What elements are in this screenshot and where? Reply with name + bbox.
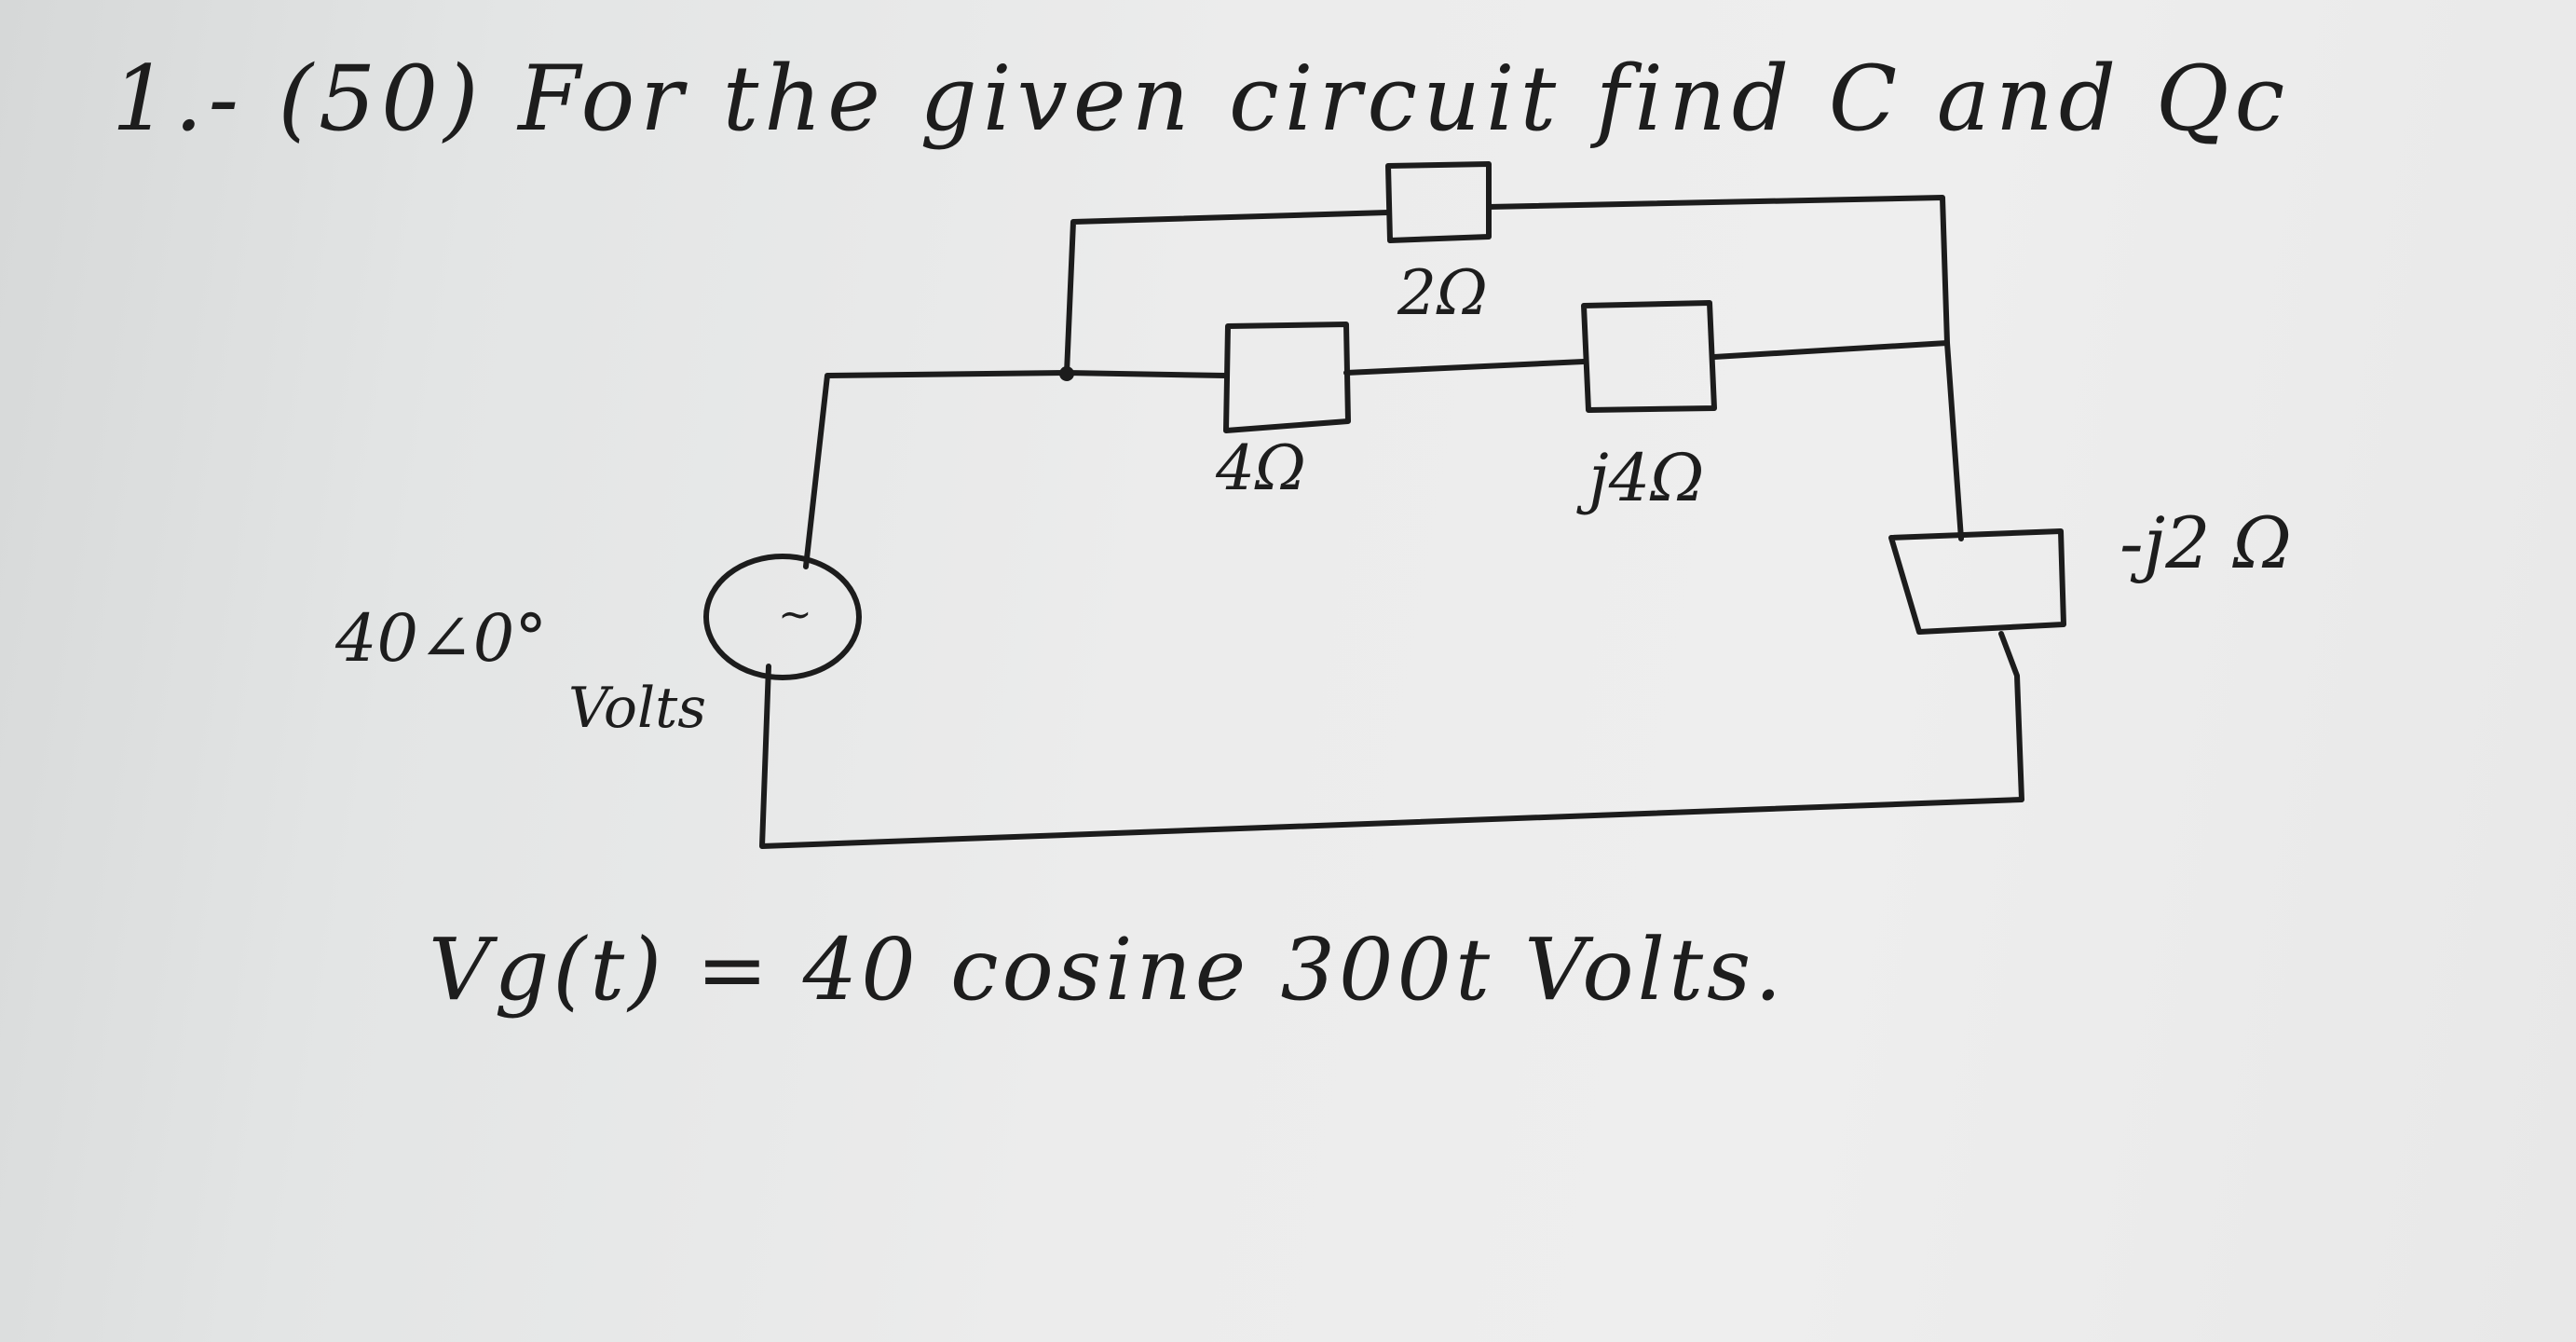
label-j4ohm: j4Ω xyxy=(1588,440,1705,516)
capacitor-mj2ohm-box xyxy=(1888,528,2066,635)
wire-source-bottom xyxy=(759,631,2024,849)
source-equation: Vg(t) = 40 cosine 300t Volts. xyxy=(429,920,1786,1020)
label-minus-j2ohm: -j2 Ω xyxy=(2119,501,2292,584)
ac-source-icon: ~ xyxy=(778,591,812,638)
label-2ohm: 2Ω xyxy=(1397,257,1488,329)
wire-mid-branch xyxy=(1064,340,1950,378)
source-phasor-label: 40∠0° xyxy=(335,600,548,677)
wire-top-branch xyxy=(1064,195,1964,541)
wire-source-top xyxy=(803,370,1070,569)
voltage-source-symbol xyxy=(703,554,862,680)
inductor-j4ohm-box xyxy=(1581,300,1717,413)
label-4ohm: 4Ω xyxy=(1216,432,1306,504)
resistor-4ohm-box xyxy=(1223,322,1351,433)
resistor-2ohm-box xyxy=(1385,161,1492,243)
junction-node xyxy=(1059,366,1074,381)
problem-title: 1.- (50) For the given circuit find C an… xyxy=(112,47,2291,151)
source-unit-label: Volts xyxy=(568,676,707,741)
